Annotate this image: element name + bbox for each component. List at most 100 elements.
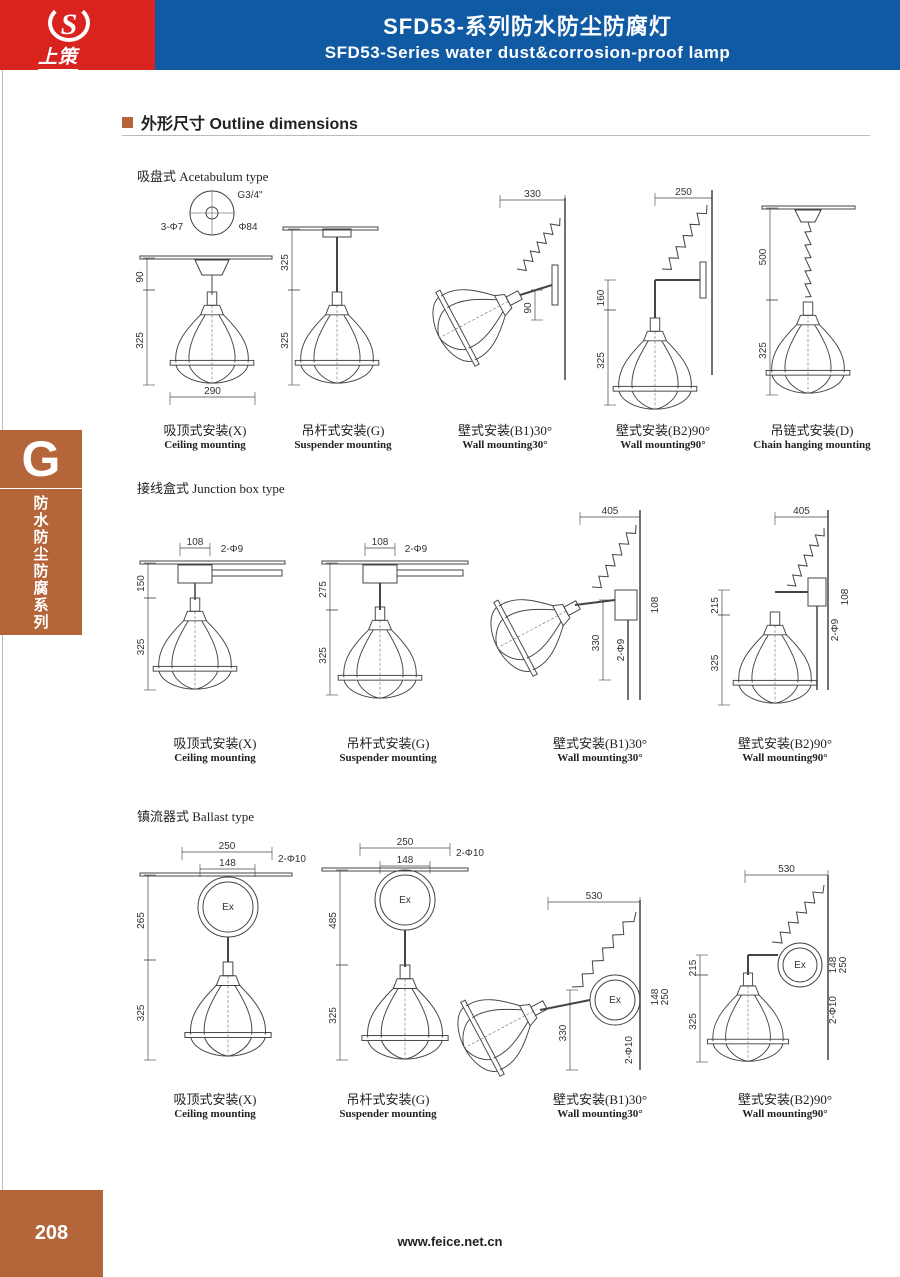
junction-box	[807, 577, 827, 607]
dimension-label: 2-Φ9	[616, 638, 627, 661]
caption-cn: 壁式安装(B1)30°	[552, 736, 648, 751]
dimension-label: 325	[280, 254, 291, 271]
group-title-junction-box: 接线盒式 Junction box type	[137, 481, 285, 496]
caption-en: Wall mounting90°	[620, 439, 706, 451]
lamp-cap	[367, 619, 393, 631]
dimension-label: 250	[397, 837, 414, 848]
lamp-guard	[618, 390, 692, 410]
caption-en: Ceiling mounting	[174, 1108, 256, 1120]
ceiling-plate	[321, 867, 469, 872]
lamp-guard	[432, 297, 473, 362]
chain	[804, 221, 812, 298]
caption-en: Wall mounting90°	[742, 752, 828, 764]
ceiling-plate	[139, 560, 286, 565]
dimension-label: 215	[710, 597, 721, 614]
lamp-guard	[175, 364, 249, 384]
lamp-cage	[175, 314, 249, 363]
dimension-label: Φ84	[238, 222, 258, 233]
dimension-label: 325	[318, 647, 329, 664]
dimension-label: 325	[136, 638, 147, 655]
ceiling-plate	[761, 205, 856, 210]
dimension-label: 330	[524, 189, 541, 200]
section-heading: 外形尺寸 Outline dimensions	[122, 110, 358, 134]
dimension-label: 250	[219, 841, 236, 852]
caption-cn: 吊杆式安装(G)	[301, 423, 385, 438]
lamp-drawing	[294, 291, 380, 384]
mount-base	[794, 209, 822, 223]
ceiling-plate	[139, 872, 293, 877]
lamp-cap	[182, 610, 208, 622]
dimension-label: 108	[372, 537, 389, 548]
ballast-box-inner	[594, 979, 636, 1021]
lamp-guard	[367, 1040, 443, 1060]
ballast-box-inner	[782, 947, 818, 983]
dimension-label: 325	[710, 654, 721, 671]
dimension-label: 215	[688, 959, 699, 976]
dimension-label: 485	[328, 912, 339, 929]
title-en: SFD53-Series water dust&corrosion-proof …	[324, 43, 731, 62]
caption-cn: 吊杆式安装(G)	[346, 736, 430, 751]
lamp-cage	[618, 340, 692, 389]
lamp-guard	[490, 607, 531, 672]
caption-en: Ceiling mounting	[164, 439, 246, 451]
lamp-drawing	[732, 611, 818, 704]
dimension-label: 530	[778, 864, 795, 875]
mounting-caption: 吸顶式安装(X)Ceiling mounting	[130, 424, 280, 452]
ceiling-plate	[139, 255, 273, 260]
drawing-line	[539, 999, 591, 1011]
lamp-guard	[738, 684, 812, 704]
dimension-label: 2-Φ10	[456, 848, 484, 859]
lamp-guard	[771, 374, 845, 394]
caption-en: Suspender mounting	[339, 1108, 437, 1120]
lamp-drawing	[361, 964, 449, 1060]
lamp-cap	[551, 604, 571, 627]
lamp-neck	[399, 964, 411, 980]
lamp-guard	[158, 670, 232, 690]
lamp-guard	[190, 1037, 266, 1057]
dimension-label: 3-Φ7	[161, 222, 184, 233]
mounting-caption: 吊杆式安装(G)Suspender mounting	[313, 737, 463, 765]
wall-plate	[699, 261, 707, 299]
dimension-label: 90	[523, 302, 534, 314]
caption-cn: 壁式安装(B2)90°	[737, 736, 833, 751]
mounting-caption: 壁式安装(B1)30°Wall mounting30°	[525, 737, 675, 765]
lamp-drawing	[457, 999, 548, 1077]
lamp-guard	[343, 679, 417, 699]
caption-cn: 壁式安装(B2)90°	[737, 1092, 833, 1107]
square-bullet-icon	[122, 116, 133, 128]
lamp-cage	[465, 999, 531, 1071]
dimension-label: 150	[136, 575, 147, 592]
conduit	[211, 569, 283, 577]
center-line	[439, 301, 509, 339]
lamp-cage	[343, 629, 417, 678]
lamp-neck	[769, 611, 781, 626]
dimension-label: 108	[650, 596, 661, 613]
dimension-label: 160	[596, 289, 607, 306]
mounting-caption: 壁式安装(B1)30°Wall mounting30°	[525, 1093, 675, 1121]
dimension-label: 250	[838, 956, 849, 973]
website-url: www.feice.net.cn	[397, 1234, 503, 1249]
dimension-label: 2-Φ10	[828, 996, 839, 1024]
caption-cn: 壁式安装(B1)30°	[457, 423, 553, 438]
caption-cn: 壁式安装(B2)90°	[615, 423, 711, 438]
lamp-drawing	[337, 606, 423, 699]
lamp-cage	[712, 994, 784, 1042]
junction-box	[362, 564, 398, 584]
lamp-ring	[493, 599, 538, 677]
dimension-label: 148	[650, 988, 661, 1005]
drawing-line	[574, 599, 616, 606]
caption-en: Suspender mounting	[294, 439, 392, 451]
caption-en: Ceiling mounting	[174, 752, 256, 764]
mount-base	[194, 259, 230, 276]
caption-en: Chain hanging mounting	[753, 439, 871, 451]
ballast-box	[777, 942, 823, 988]
mounting-caption: 吊杆式安装(G)Suspender mounting	[268, 424, 418, 452]
dimension-label: 530	[586, 891, 603, 902]
dimension-label: 148	[828, 956, 839, 973]
dimension-label: 148	[219, 858, 236, 869]
lamp-drawing	[765, 301, 851, 394]
section-title: 外形尺寸 Outline dimensions	[141, 116, 358, 133]
lamp-drawing	[490, 599, 581, 677]
lamp-neck	[802, 301, 814, 316]
lamp-cage	[738, 634, 812, 683]
